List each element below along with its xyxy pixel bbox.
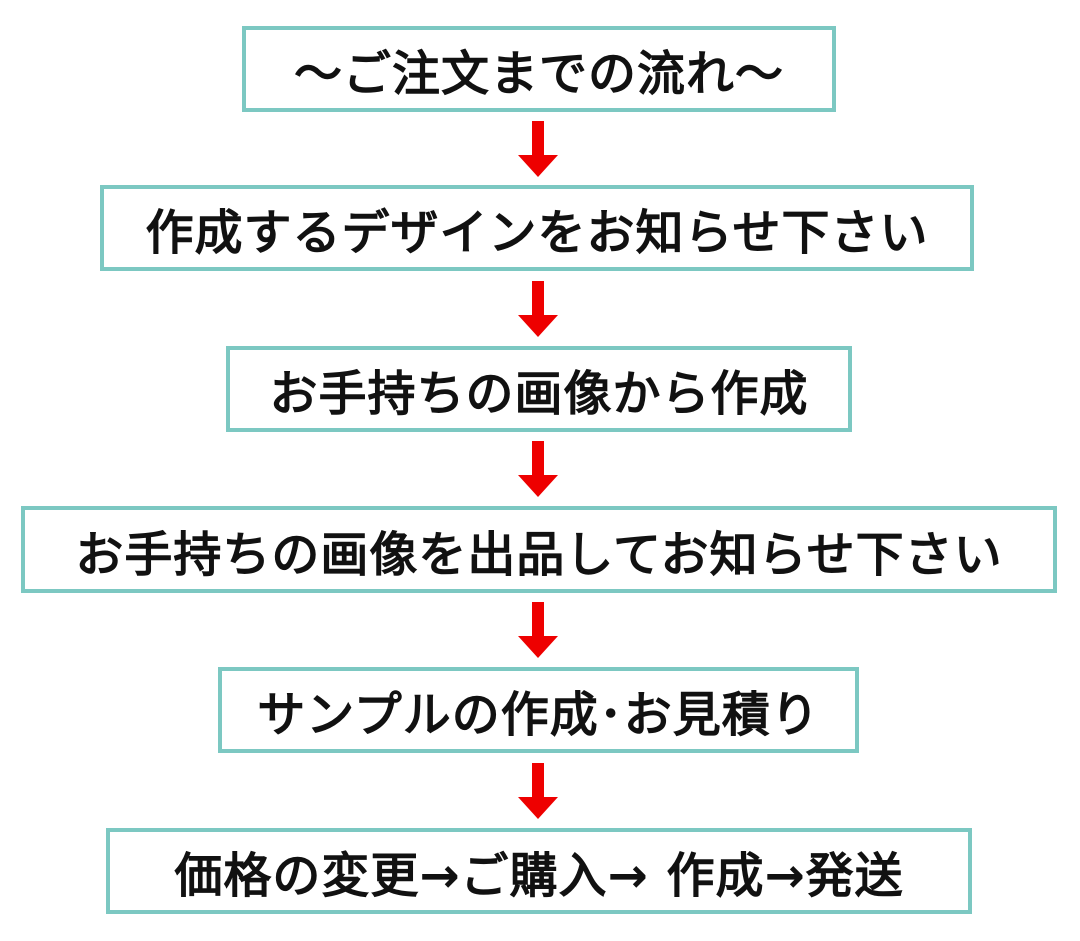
step-box-5: 価格の変更→ご購入→ 作成→発送 — [106, 828, 972, 914]
step-label: 作成するデザインをお知らせ下さい — [145, 205, 929, 261]
flow-title-box: ～ご注文までの流れ～ — [242, 26, 836, 112]
down-arrow-icon — [518, 441, 558, 497]
down-arrow-icon — [518, 763, 558, 819]
step-label: お手持ちの画像から作成 — [269, 366, 809, 422]
step-box-3: お手持ちの画像を出品してお知らせ下さい — [21, 506, 1057, 593]
step-box-4: サンプルの作成･お見積り — [218, 667, 859, 753]
step-label: 価格の変更→ご購入→ 作成→発送 — [174, 848, 904, 904]
step-label: サンプルの作成･お見積り — [257, 687, 820, 743]
step-box-2: お手持ちの画像から作成 — [226, 346, 852, 432]
step-label: お手持ちの画像を出品してお知らせ下さい — [75, 526, 1003, 583]
flow-title: ～ご注文までの流れ～ — [293, 46, 784, 102]
down-arrow-icon — [518, 281, 558, 337]
down-arrow-icon — [518, 121, 558, 177]
step-box-1: 作成するデザインをお知らせ下さい — [100, 185, 974, 271]
down-arrow-icon — [518, 602, 558, 658]
